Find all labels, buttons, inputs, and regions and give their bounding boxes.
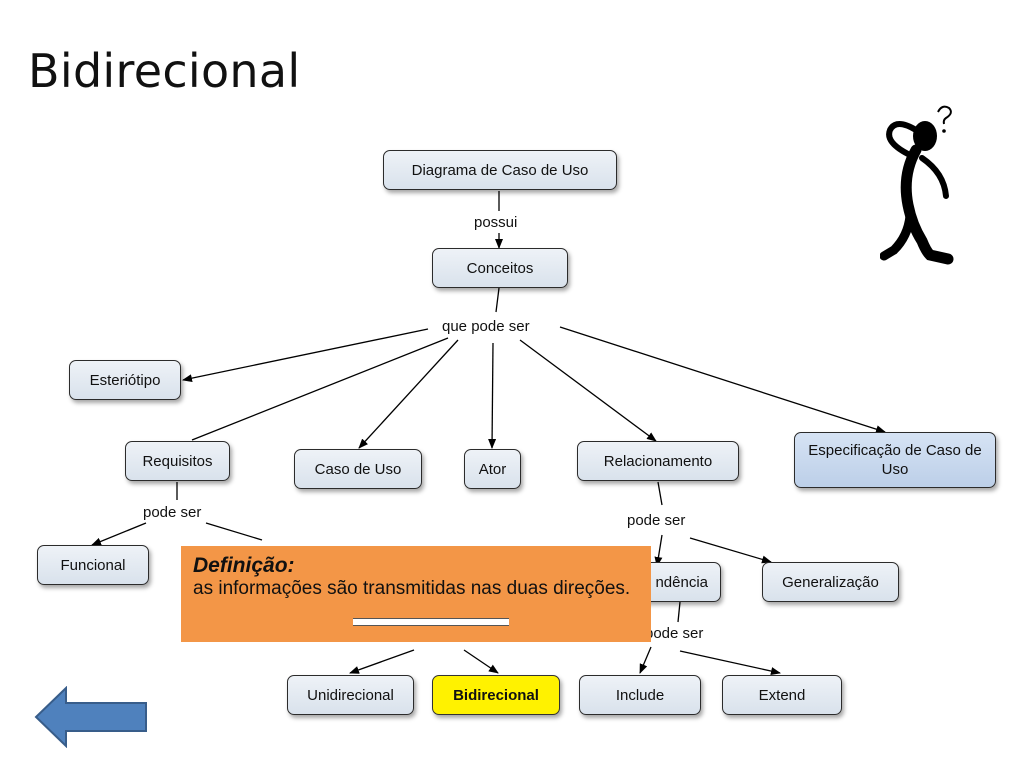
generalizacao-node[interactable]: Generalização <box>762 562 899 602</box>
slide-title: Bidirecional <box>28 44 301 98</box>
back-arrow-icon[interactable] <box>34 686 150 748</box>
especificacao-node[interactable]: Especificação de Caso de Uso <box>794 432 996 488</box>
thinking-person-icon <box>880 105 954 265</box>
definition-body: as informações são transmitidas nas duas… <box>193 578 631 599</box>
esteriotipo-node[interactable]: Esteriótipo <box>69 360 181 400</box>
link-label-requisitos-pode-ser: pode ser <box>141 504 204 521</box>
extend-node[interactable]: Extend <box>722 675 842 715</box>
link-label-relacionamento-pode-ser: pode ser <box>625 512 688 529</box>
relacionamento-node[interactable]: Relacionamento <box>577 441 739 481</box>
link-label-que-pode-ser: que pode ser <box>440 318 532 335</box>
ator-node[interactable]: Ator <box>464 449 521 489</box>
definition-heading: Definição: <box>193 554 295 577</box>
concepts-node[interactable]: Conceitos <box>432 248 568 288</box>
unidirecional-node[interactable]: Unidirecional <box>287 675 414 715</box>
root-node[interactable]: Diagrama de Caso de Uso <box>383 150 617 190</box>
bidirecional-node[interactable]: Bidirecional <box>432 675 560 715</box>
requisitos-node[interactable]: Requisitos <box>125 441 230 481</box>
caso-de-uso-node[interactable]: Caso de Uso <box>294 449 422 489</box>
double-arrow-bar <box>353 618 509 626</box>
link-label-possui: possui <box>472 214 520 231</box>
funcional-node[interactable]: Funcional <box>37 545 149 585</box>
definition-callout: Definição: as informações são transmitid… <box>181 546 651 642</box>
link-label-dependencia-pode-ser: pode ser <box>643 625 706 642</box>
include-node[interactable]: Include <box>579 675 701 715</box>
